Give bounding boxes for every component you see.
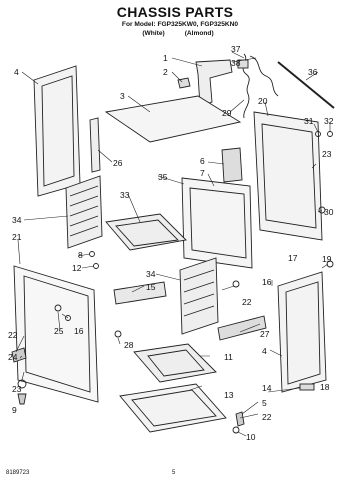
callout-34: 34	[12, 215, 22, 225]
part-leg-9	[17, 393, 27, 405]
part-number: 8189723	[6, 470, 30, 476]
callout-33: 33	[120, 190, 130, 200]
callout-22: 22	[242, 297, 252, 307]
part-leg-10	[232, 426, 240, 434]
part-box-6	[221, 147, 243, 183]
part-top-panel-3	[104, 95, 242, 143]
callout-18: 18	[320, 382, 330, 392]
part-oven-frame-35	[181, 177, 253, 269]
part-screw-32	[327, 131, 333, 137]
callout-29: 29	[222, 108, 232, 118]
part-bolt-30	[318, 206, 326, 214]
callout-11: 11	[224, 352, 233, 362]
part-rear-panel-20	[253, 111, 323, 241]
part-bar-15	[113, 281, 167, 305]
part-strip-27	[217, 315, 267, 341]
part-strip-26	[89, 117, 101, 173]
callout-7: 7	[200, 168, 205, 178]
part-fastener-8	[89, 251, 95, 257]
callout-4: 4	[14, 67, 19, 77]
callout-16: 16	[262, 277, 272, 287]
callout-28: 28	[124, 340, 134, 350]
callout-5: 5	[262, 398, 267, 408]
callout-30: 30	[324, 207, 334, 217]
callout-26: 26	[113, 158, 123, 168]
part-leveler-5	[235, 411, 245, 427]
callout-31: 31	[304, 116, 314, 126]
callout-23b: 23	[12, 384, 22, 394]
part-clip-2	[177, 77, 191, 89]
part-front-frame-21	[13, 265, 99, 403]
callout-24: 24	[8, 352, 18, 362]
model-line: For Model: FGP325KW0, FGP325KN0	[121, 21, 239, 28]
callout-21: 21	[12, 232, 22, 242]
callout-27: 27	[260, 329, 270, 339]
part-rack-support-34b	[179, 257, 219, 335]
callout-25: 25	[54, 326, 64, 336]
part-tray-11	[133, 343, 217, 383]
callout-2: 2	[163, 67, 168, 77]
callout-9: 9	[12, 405, 17, 415]
callout-20: 20	[258, 96, 268, 106]
part-drawer-bottom	[119, 383, 227, 433]
callout-22b: 22	[8, 330, 18, 340]
callout-8: 8	[78, 250, 83, 260]
callout-14: 14	[262, 383, 272, 393]
callout-19: 19	[322, 254, 332, 264]
page-number: 5	[172, 470, 176, 476]
part-bolt-19	[326, 260, 334, 268]
part-rod-36	[277, 61, 335, 109]
page-title: CHASSIS PARTS	[116, 4, 234, 20]
callout-6: 6	[200, 156, 205, 166]
callout-10: 10	[246, 432, 256, 442]
part-drawer-33	[105, 213, 187, 251]
callout-32: 32	[324, 116, 334, 126]
callout-36: 36	[308, 67, 318, 77]
callout-16b: 16	[74, 326, 84, 336]
callout-13: 13	[224, 390, 234, 400]
callout-1: 1	[163, 53, 168, 63]
callout-38: 38	[231, 58, 241, 68]
callout-34b: 34	[146, 269, 156, 279]
part-fastener-16	[65, 315, 71, 321]
callout-17: 17	[288, 253, 298, 263]
color-white: (White)	[142, 30, 165, 37]
callout-15: 15	[146, 282, 156, 292]
part-part-25	[54, 304, 62, 312]
callout-37: 37	[231, 44, 241, 54]
part-bracket-18	[299, 383, 315, 391]
callout-35: 35	[158, 172, 168, 182]
color-line: (White) (Almond)	[78, 30, 278, 37]
callout-3: 3	[120, 91, 125, 101]
callout-23: 23	[322, 149, 332, 159]
callout-12: 12	[72, 263, 82, 273]
color-almond: (Almond)	[184, 30, 214, 37]
part-fastener-28	[114, 330, 122, 338]
part-fastener-12	[93, 263, 99, 269]
part-part-24	[11, 347, 27, 363]
callout-4b: 4	[262, 346, 267, 356]
part-bracket-1	[195, 59, 233, 107]
part-fastener-22	[232, 280, 240, 288]
callout-22c: 22	[262, 412, 272, 422]
part-side-panel-17	[277, 271, 327, 393]
part-wire-harness-2	[249, 55, 279, 97]
